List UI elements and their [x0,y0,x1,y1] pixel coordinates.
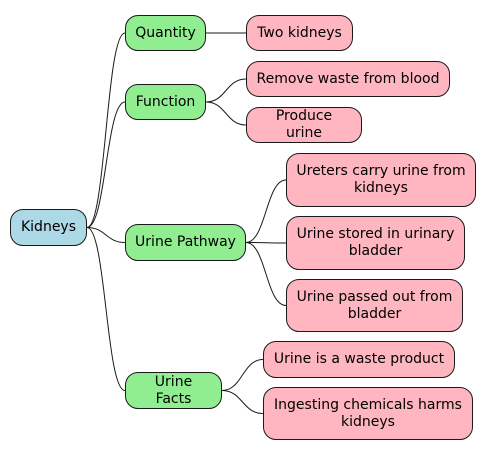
branch-urine-facts: Urine Facts [125,372,222,409]
connector-branch-quantity [86,32,126,228]
leaf-remove-waste: Remove waste from blood [246,61,450,97]
leaf-produce-urine: Produce urine [246,107,362,143]
connector-leaf-produce-urine [205,101,247,126]
connector-leaf-chemicals [221,390,264,414]
connector-branch-urine-pathway [86,227,126,243]
leaf-waste-product: Urine is a waste product [263,341,455,378]
leaf-ureters: Ureters carry urine from kidneys [286,153,476,207]
connector-leaf-waste-product [221,359,264,391]
connector-leaf-urine-stored [245,242,287,244]
leaf-urine-passed: Urine passed out from bladder [286,279,463,332]
connector-branch-urine-facts [86,227,126,391]
leaf-two-kidneys: Two kidneys [246,15,353,51]
leaf-chemicals: Ingesting chemicals harms kidneys [263,387,473,440]
connector-leaf-urine-passed [245,242,287,306]
connector-leaf-ureters [245,179,287,243]
connector-leaf-remove-waste [205,78,247,103]
leaf-urine-stored: Urine stored in urinary bladder [286,216,465,270]
branch-urine-pathway: Urine Pathway [125,224,246,261]
root-node: Kidneys [10,209,87,246]
connector-branch-function [86,101,126,228]
branch-quantity: Quantity [125,15,206,51]
branch-function: Function [125,84,206,120]
